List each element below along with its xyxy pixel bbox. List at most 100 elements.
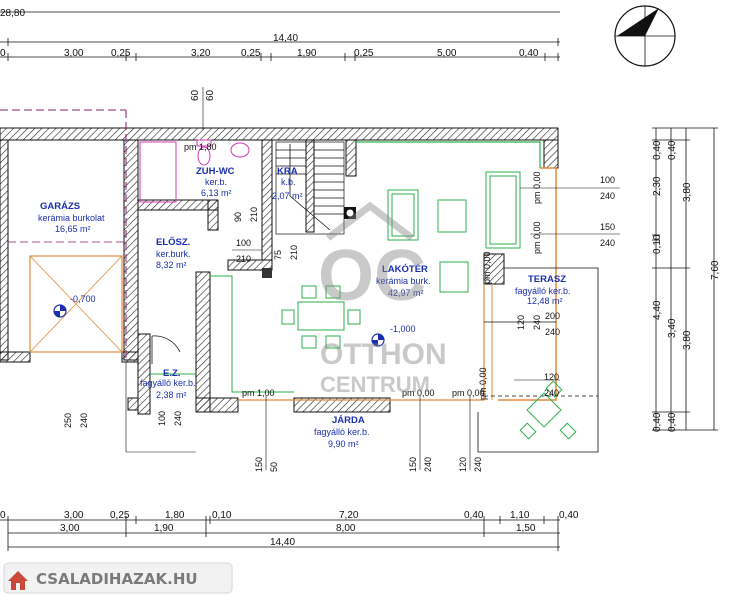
terrace-door3-h: 240 (544, 388, 559, 398)
watermark: OC OTTHON CENTRUM (318, 201, 447, 397)
room-hall-finish: ker.burk. (156, 249, 191, 259)
bottom-r1-f: 7,20 (339, 510, 359, 521)
room-pantry-area: 2,07 m² (272, 191, 303, 201)
hall-door-h: 210 (236, 254, 251, 264)
room-walk: JÁRDA fagyálló ker.b. 9,90 m² (314, 415, 370, 449)
right-col2-b: 3,40 (667, 318, 678, 338)
south-opening-2-w: 150 (408, 457, 418, 472)
room-pantry-finish: k.b. (281, 177, 296, 187)
hall-door-w: 100 (236, 238, 251, 248)
pm-south-3: pm 0,00 (452, 388, 485, 398)
bottom-dims-row2: 3,00 1,90 8,00 1,50 (60, 523, 536, 534)
room-entry-name: E.Z. (163, 368, 180, 379)
entry-door-w: 100 (157, 411, 167, 426)
terrace-door3-w: 120 (544, 372, 559, 382)
house-icon (325, 201, 415, 241)
bottom-r1-h: 1,10 (510, 510, 530, 521)
side-pm: pm 0,00 (478, 367, 488, 400)
bottom-dimension-lines (0, 516, 560, 551)
room-bath: ZUH-WC ker.b. 6,13 m² (196, 166, 235, 198)
right-col3-a: 3,80 (682, 182, 693, 202)
room-pantry-name: KRA (277, 166, 298, 177)
window2-h: 240 (600, 238, 615, 248)
pm-east-1: pm 0,00 (532, 171, 542, 204)
footer-brand-text: CSALADIHAZAK.HU (36, 570, 198, 588)
bottom-r2-b: 1,90 (154, 523, 174, 534)
south-opening-3-w: 120 (458, 457, 468, 472)
room-garage-name: GARÁZS (40, 201, 80, 212)
right-col2-a: 0,40 (667, 140, 678, 160)
top-dim-segments: 0 3,00 0,25 3,20 0,25 1,90 0,25 5,00 0,4… (0, 48, 539, 59)
bottom-r2-c: 8,00 (336, 523, 356, 534)
room-hall: ELŐSZ. ker.burk. 8,32 m² (156, 236, 191, 270)
right-col1-a: 0,40 (652, 140, 663, 160)
bottom-r1-g: 0,40 (464, 510, 484, 521)
level-marker-garage (53, 304, 67, 318)
north-arrow-icon (614, 5, 676, 67)
south-opening-2-h: 240 (423, 457, 433, 472)
watermark-logo: OC (318, 236, 426, 316)
terrace-door2-w: 200 (545, 311, 560, 321)
terrace-door2-h: 240 (545, 327, 560, 337)
room-entry: E.Z. fagyálló ker.b. 2,38 m² (140, 368, 196, 400)
watermark-line1: OTTHON (320, 338, 447, 371)
top-seg-3: 0,25 (111, 48, 131, 59)
bottom-r2-d: 1,50 (516, 523, 536, 534)
room-living-name: LAKÓTÉR (382, 263, 428, 275)
chimney-flue (346, 209, 354, 217)
right-col1-b: 2,30 (652, 176, 663, 196)
pm-south-2: pm 0,00 (402, 388, 435, 398)
bottom-total: 14,40 (270, 537, 295, 548)
right-col1-d: 4,40 (652, 300, 663, 320)
pm-south-1: pm 1,00 (242, 388, 275, 398)
terrace-door1-h: 240 (532, 315, 542, 330)
terrace-door1-w: 120 (516, 315, 526, 330)
stairs (275, 141, 345, 235)
room-terrace-area: 12,48 m² (527, 296, 563, 306)
walls (0, 127, 559, 415)
room-living-finish: kerámia burk. (376, 276, 431, 286)
pm-east-3: pm 0,00 (482, 251, 492, 284)
room-bath-area: 6,13 m² (201, 188, 232, 198)
bottom-r1-i: 0,40 (559, 510, 579, 521)
south-opening-1-w: 150 (254, 457, 264, 472)
room-hall-area: 8,32 m² (156, 260, 187, 270)
bottom-r2-a: 3,00 (60, 523, 80, 534)
pantry-door-w: 75 (273, 250, 283, 260)
watermark-line2: CENTRUM (320, 372, 430, 397)
top-height-a: 60 (190, 89, 201, 101)
room-entry-area: 2,38 m² (156, 390, 187, 400)
right-dims-col2: 0,40 3,40 0,40 (667, 140, 678, 432)
opening-labels: pm 1,80 90 210 100 210 75 210 100 240 15… (63, 142, 615, 472)
top-seg-2: 3,00 (64, 48, 84, 59)
wc-icon (196, 139, 212, 166)
bottom-dims-row1: 0 3,00 0,25 1,80 0,10 7,20 0,40 1,10 0,4… (0, 510, 579, 521)
footer-brand[interactable]: CSALADIHAZAK.HU (3, 562, 233, 594)
room-terrace: TERASZ fagyálló ker.b. 12,48 m² (515, 274, 571, 306)
pm-east-2: pm 0,00 (532, 221, 542, 254)
bottom-r1-a: 0 (0, 510, 6, 521)
room-garage-area: 16,65 m² (55, 224, 91, 234)
top-seg-8: 5,00 (437, 48, 457, 59)
top-seg-4: 3,20 (191, 48, 211, 59)
right-col1-c: 0,10 (652, 234, 663, 254)
top-seg-9: 0,40 (519, 48, 539, 59)
pantry-door-h: 210 (289, 245, 299, 260)
top-seg-7: 0,25 (354, 48, 374, 59)
bath-door-h: 210 (249, 207, 259, 222)
garage-car-area (8, 241, 124, 353)
room-walk-area: 9,90 m² (328, 439, 359, 449)
bottom-r1-e: 0,10 (212, 510, 232, 521)
right-dimension-lines (652, 127, 718, 431)
living-furniture (281, 171, 521, 349)
doors (151, 335, 181, 364)
room-walk-name: JÁRDA (332, 415, 365, 426)
right-col4-total: 7,60 (710, 260, 721, 280)
room-garage-finish: kerámia burkolat (38, 213, 105, 223)
south-opening-1-h: 50 (269, 462, 279, 472)
bottom-r1-b: 3,00 (64, 510, 84, 521)
room-living: LAKÓTÉR kerámia burk. 42,97 m² -1,000 (376, 263, 431, 334)
room-terrace-name: TERASZ (528, 274, 566, 285)
room-hall-name: ELŐSZ. (156, 236, 190, 248)
